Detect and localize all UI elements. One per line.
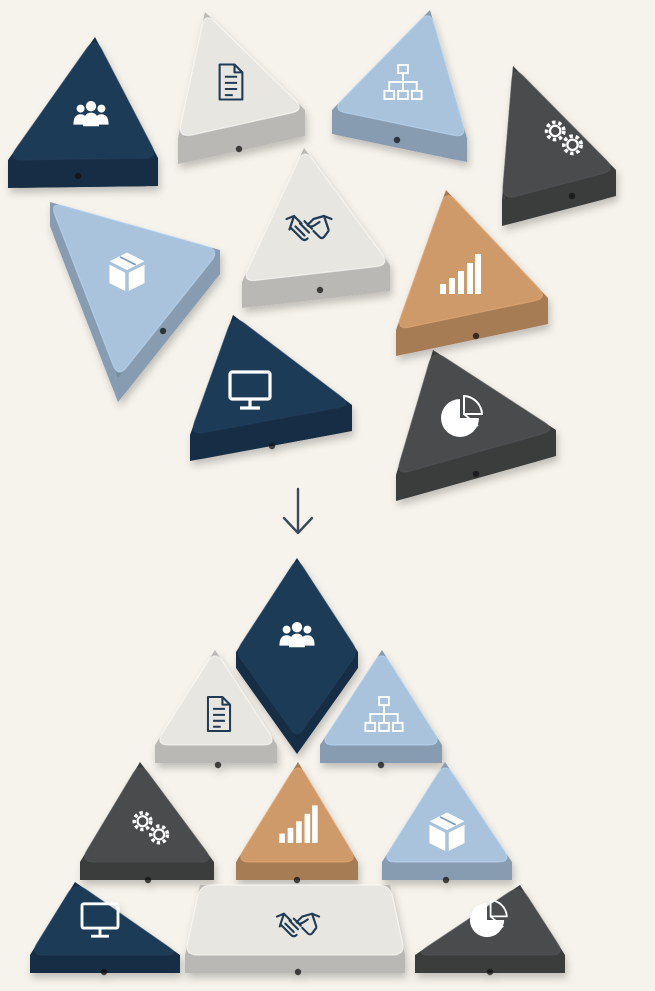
- piece-org-chart: [320, 650, 442, 769]
- piece-bar-chart: [396, 190, 548, 356]
- piece-gears: [502, 66, 616, 226]
- piece-document: [155, 650, 277, 769]
- piece-document: [178, 12, 305, 164]
- down-arrow-icon: [282, 487, 314, 535]
- piece-monitor: [30, 882, 180, 976]
- piece-people: [236, 558, 358, 754]
- piece-bar-chart: [236, 762, 358, 884]
- piece-pie-chart: [415, 885, 565, 976]
- piece-org-chart: [332, 10, 467, 162]
- piece-box: [382, 762, 512, 884]
- piece-handshake: [185, 884, 405, 976]
- piece-gears: [80, 762, 214, 884]
- piece-people: [8, 37, 158, 188]
- piece-pie-chart: [396, 350, 556, 501]
- piece-handshake: [242, 148, 390, 308]
- piece-box: [50, 202, 220, 402]
- piece-monitor: [190, 315, 352, 461]
